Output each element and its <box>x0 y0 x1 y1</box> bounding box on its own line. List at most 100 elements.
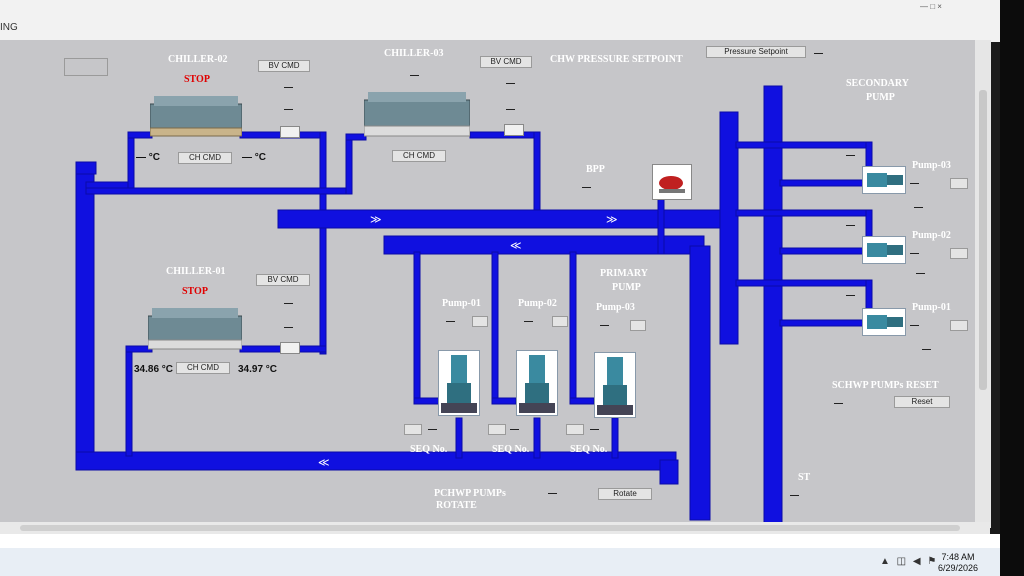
taskbar-clock[interactable]: 7:48 AM 6/29/2026 <box>938 552 978 574</box>
chiller-01-temp-in: 34.86 °C <box>134 364 174 375</box>
chiller-02-reading-1: — <box>284 82 293 92</box>
pressure-setpoint-button[interactable]: Pressure Setpoint <box>706 46 806 58</box>
secondary-pump-02-unit[interactable] <box>862 236 906 264</box>
pipe-pump03-drop <box>569 251 577 403</box>
chiller-02-bv-cmd-button[interactable]: BV CMD <box>258 60 310 72</box>
pipe-left-riser <box>75 161 95 463</box>
vertical-scroll-thumb[interactable] <box>979 90 987 390</box>
primary-pump-01-unit[interactable] <box>438 350 480 416</box>
secondary-pump-03-extra: — <box>914 202 923 212</box>
chiller-02-temp-in: — °C <box>136 152 160 163</box>
bpp-label: BPP <box>586 164 605 175</box>
primary-pump-03-label: Pump-03 <box>596 302 635 313</box>
reset-button[interactable]: Reset <box>894 396 950 408</box>
chiller-03-valve[interactable] <box>504 124 524 136</box>
chiller-03-ch-cmd-button[interactable]: CH CMD <box>392 150 446 162</box>
pipe-primary-riser <box>689 245 711 521</box>
primary-pump-01-value: — <box>446 316 455 326</box>
chiller-03-unit[interactable] <box>364 92 470 138</box>
secondary-pump-01-label: Pump-01 <box>912 302 951 313</box>
secondary-pump-01-unit[interactable] <box>862 308 906 336</box>
pipe-sec-riser-a <box>719 111 739 345</box>
pipe-pump01-feed <box>413 397 441 405</box>
secondary-pump-03-unit[interactable] <box>862 166 906 194</box>
primary-pump-03-unit[interactable] <box>594 352 636 418</box>
chiller-01-status: STOP <box>182 286 208 297</box>
primary-pump-01-seq-input[interactable] <box>404 424 422 435</box>
primary-pump-title-line1: PRIMARY <box>600 268 648 279</box>
primary-pump-03-input[interactable] <box>630 320 646 331</box>
secondary-pump-02-extra: — <box>916 268 925 278</box>
primary-pump-02-unit[interactable] <box>516 350 558 416</box>
primary-pump-01-seq-label: SEQ No. <box>410 444 448 455</box>
bpp-valve[interactable] <box>652 164 692 200</box>
pipe-sec-riser-b <box>763 85 783 528</box>
chw-pressure-setpoint-title: CHW PRESSURE SETPOINT <box>550 54 683 65</box>
pipe-sec-branch-1 <box>735 141 873 149</box>
secondary-pump-title-line1: SECONDARY <box>846 78 909 89</box>
chiller-01-bv-cmd-button[interactable]: BV CMD <box>256 274 310 286</box>
clock-time: 7:48 AM <box>941 552 975 562</box>
primary-pump-01-input[interactable] <box>472 316 488 327</box>
schwp-reset-title: SCHWP PUMPs RESET <box>832 380 939 391</box>
primary-pump-02-seq-value: — <box>510 424 519 434</box>
bpp-value: — <box>582 182 591 192</box>
chiller-02-title: CHILLER-02 <box>168 54 228 65</box>
horizontal-scrollbar[interactable] <box>0 522 990 534</box>
chiller-01-reading-2: — <box>284 322 293 332</box>
chiller-02-status: STOP <box>184 74 210 85</box>
secondary-pump-01-value: — <box>910 320 919 330</box>
chiller-01-ch-cmd-button[interactable]: CH CMD <box>176 362 230 374</box>
primary-pump-01-seq-value: — <box>428 424 437 434</box>
pipe-c02-top <box>127 131 153 139</box>
secondary-pump-02-label: Pump-02 <box>912 230 951 241</box>
chiller-03-title: CHILLER-03 <box>384 48 444 59</box>
pipe-network: ≫ ≫ ≪ ≪ <box>75 85 873 528</box>
primary-pump-02-seq-input[interactable] <box>488 424 506 435</box>
pipe-pump01-drop <box>413 251 421 403</box>
system-tray-icons[interactable]: ▲ ◫ ◀ ⚑ <box>880 556 939 567</box>
pipe-sec-branch-3 <box>735 209 873 217</box>
pipe-c02-in <box>85 181 133 189</box>
chiller-01-valve[interactable] <box>280 342 300 354</box>
pipe-c03-top <box>345 133 367 141</box>
st-value: — <box>790 490 799 500</box>
secondary-pump-03-input[interactable] <box>950 178 968 189</box>
secondary-pump-01-extra: — <box>922 344 931 354</box>
pipe-pump03-feed <box>569 397 595 405</box>
pipe-pump02-out <box>533 417 541 459</box>
horizontal-scroll-thumb[interactable] <box>20 525 960 531</box>
primary-pump-03-value: — <box>600 320 609 330</box>
flow-arrow-right: ≫ <box>606 213 618 226</box>
chiller-03-reading-2: — <box>506 104 515 114</box>
chiller-02-ch-cmd-button[interactable]: CH CMD <box>178 152 232 164</box>
secondary-pump-02-reading: — <box>846 220 855 230</box>
pipe-bottom-header-end <box>659 459 679 485</box>
primary-pump-02-input[interactable] <box>552 316 568 327</box>
hmi-canvas: ≫ ≫ ≪ ≪ CHILLER-02 STOP BV CMD — — — °C … <box>0 40 975 528</box>
rotate-button[interactable]: Rotate <box>598 488 652 500</box>
pipe-sec-branch-5 <box>735 279 873 287</box>
vertical-scrollbar[interactable] <box>975 40 991 528</box>
chiller-01-unit[interactable] <box>148 308 242 352</box>
pipe-c03-riser <box>345 133 353 195</box>
pipe-pump02-feed <box>491 397 517 405</box>
primary-pump-02-label: Pump-02 <box>518 298 557 309</box>
chiller-02-unit[interactable] <box>150 96 242 138</box>
status-band <box>0 534 1000 548</box>
primary-pump-03-seq-input[interactable] <box>566 424 584 435</box>
secondary-pump-02-input[interactable] <box>950 248 968 259</box>
secondary-pump-01-input[interactable] <box>950 320 968 331</box>
chiller-01-title: CHILLER-01 <box>166 266 226 277</box>
secondary-pump-03-label: Pump-03 <box>912 160 951 171</box>
app-title: ING <box>0 22 18 33</box>
chiller-02-valve[interactable] <box>280 126 300 138</box>
pressure-setpoint-value: — <box>814 48 823 58</box>
clock-date: 6/29/2026 <box>938 563 979 573</box>
flow-arrow-left: ≪ <box>510 239 522 252</box>
window-controls[interactable]: — □ × <box>920 2 942 11</box>
chiller-03-bv-cmd-button[interactable]: BV CMD <box>480 56 532 68</box>
chiller-03-reading-1: — <box>506 78 515 88</box>
monitor-bezel <box>1000 0 1024 576</box>
pipe-c03-in <box>85 187 351 195</box>
